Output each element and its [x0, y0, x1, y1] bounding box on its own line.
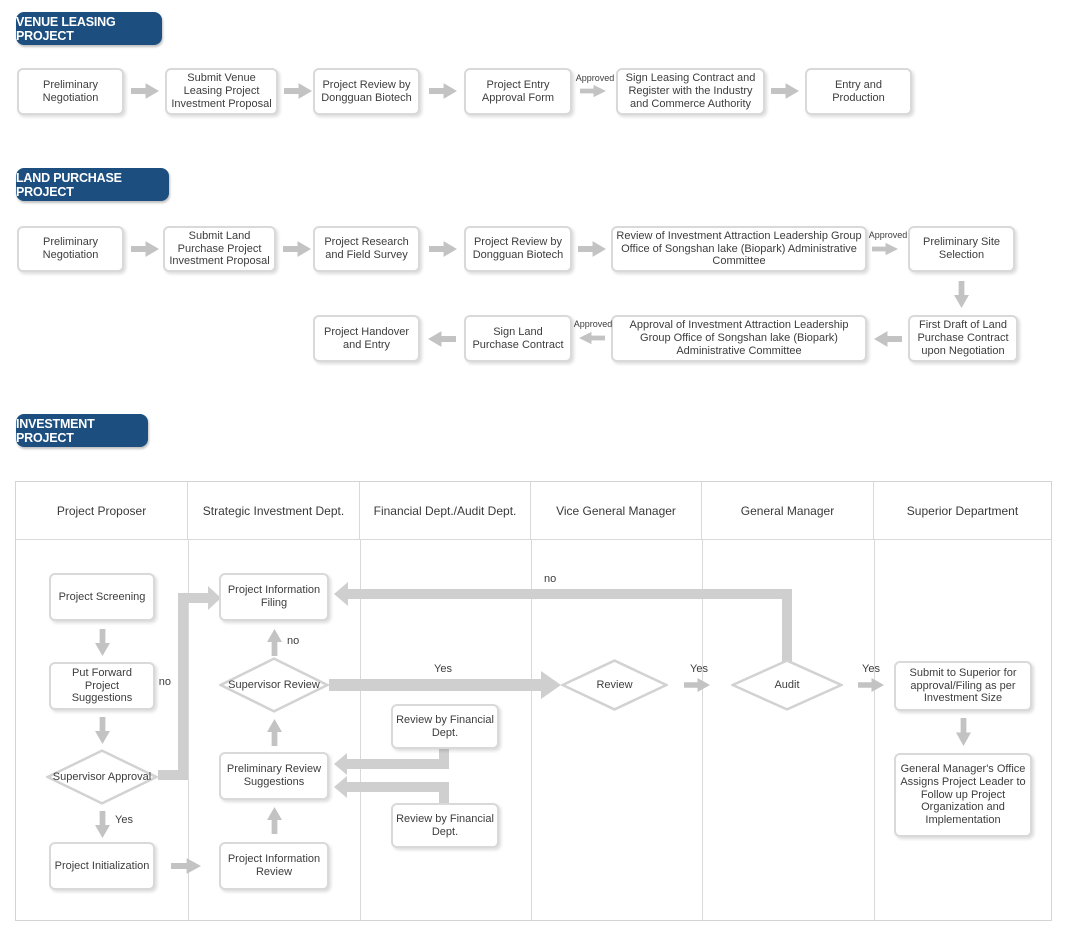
venue-step-submit-proposal: Submit Venue Leasing Project Investment … [165, 68, 278, 115]
arrowhead-left-icon [334, 582, 348, 606]
connector-segment [178, 593, 208, 603]
decision-supervisor-review: Supervisor Review [219, 657, 329, 713]
lane-divider [188, 540, 189, 920]
arrow-right-icon [684, 677, 710, 693]
arrow-up-icon [267, 807, 282, 834]
lane-divider [702, 540, 703, 920]
label-no: no [544, 573, 557, 585]
venue-step-entry-approval-form: Project Entry Approval Form [464, 68, 572, 115]
land-step-preliminary-negotiation: Preliminary Negotiation [17, 226, 124, 272]
arrow-down-icon [95, 717, 110, 744]
label-approved: Approved [868, 230, 908, 240]
venue-step-entry-and-production: Entry and Production [805, 68, 912, 115]
arrow-right-icon [858, 677, 884, 693]
arrow-down-icon [95, 629, 110, 656]
land-step-first-draft-contract: First Draft of Land Purchase Contract up… [908, 315, 1018, 362]
connector-segment [158, 770, 188, 780]
land-step-preliminary-site-selection: Preliminary Site Selection [908, 226, 1015, 272]
arrow-up-icon [267, 719, 282, 746]
decision-label: Supervisor Review [228, 678, 320, 691]
connector-segment [782, 592, 792, 662]
node-project-information-filing: Project Information Filing [219, 573, 329, 621]
node-project-initialization: Project Initialization [49, 842, 155, 890]
lane-header-strategic-investment: Strategic Investment Dept. [188, 482, 360, 539]
venue-step-project-review: Project Review by Dongguan Biotech [313, 68, 420, 115]
section-title-investment: INVESTMENT PROJECT [16, 414, 148, 447]
arrow-right-icon [131, 241, 159, 257]
arrow-down-icon [95, 811, 110, 838]
land-step-submit-proposal: Submit Land Purchase Project Investment … [163, 226, 276, 272]
label-no: no [287, 635, 300, 647]
lane-header-superior-department: Superior Department [906, 503, 1019, 518]
lane-header-project-proposer: Project Proposer [16, 482, 188, 539]
connector-segment [347, 759, 449, 769]
node-review-by-financial-dept-1: Review by Financial Dept. [391, 704, 499, 749]
venue-step-sign-leasing-contract: Sign Leasing Contract and Register with … [616, 68, 765, 115]
arrow-right-icon [580, 84, 606, 98]
land-step-project-review: Project Review by Dongguan Biotech [464, 226, 572, 272]
lane-divider [531, 540, 532, 920]
arrow-right-icon [578, 241, 606, 257]
connector-segment [347, 589, 792, 599]
label-yes: Yes [862, 663, 880, 675]
land-step-research-survey: Project Research and Field Survey [313, 226, 420, 272]
node-project-screening: Project Screening [49, 573, 155, 621]
connector-segment [439, 782, 449, 804]
node-gm-office-assigns-leader: General Manager's Office Assigns Project… [894, 753, 1032, 837]
arrow-down-icon [954, 281, 969, 308]
swimlane-body: no no Yes Project Screening Put Forward … [16, 540, 1051, 920]
arrowhead-left-icon [334, 753, 347, 775]
decision-label: Review [596, 678, 633, 691]
arrow-right-icon [429, 241, 457, 257]
arrow-left-icon [428, 331, 456, 347]
node-review-by-financial-dept-2: Review by Financial Dept. [391, 803, 499, 848]
lane-divider [874, 540, 875, 920]
decision-supervisor-approval: Supervisor Approval [46, 749, 158, 805]
arrow-right-icon [131, 83, 159, 99]
node-project-information-review: Project Information Review [219, 842, 329, 890]
arrow-right-icon [429, 83, 457, 99]
arrow-left-icon [874, 331, 902, 347]
decision-review: Review [561, 659, 668, 711]
label-approved: Approved [575, 73, 615, 83]
connector-segment [329, 679, 542, 691]
connector-segment [178, 593, 188, 780]
arrow-right-icon [872, 242, 898, 256]
decision-label: Audit [774, 678, 800, 691]
lane-divider [360, 540, 361, 920]
decision-label: Supervisor Approval [52, 770, 152, 783]
node-preliminary-review-suggestions: Preliminary Review Suggestions [219, 752, 329, 800]
arrowhead-left-icon [334, 776, 347, 798]
land-step-review-leadership-group: Review of Investment Attraction Leadersh… [611, 226, 867, 272]
label-yes: Yes [690, 663, 708, 675]
swimlane-table: Project Proposer Strategic Investment De… [15, 481, 1052, 921]
arrow-down-icon [956, 718, 971, 746]
node-submit-to-superior: Submit to Superior for approval/Filing a… [894, 661, 1032, 711]
land-step-sign-purchase-contract: Sign Land Purchase Contract [464, 315, 572, 362]
label-no: no [158, 676, 171, 688]
connector-segment [439, 746, 449, 769]
arrow-right-icon [283, 241, 311, 257]
venue-step-preliminary-negotiation: Preliminary Negotiation [17, 68, 124, 115]
label-yes: Yes [115, 814, 133, 826]
arrowhead-right-icon [541, 671, 561, 699]
arrow-left-icon [579, 331, 605, 345]
label-yes: Yes [434, 663, 452, 675]
land-step-handover-entry: Project Handover and Entry [313, 315, 420, 362]
label-approved: Approved [573, 319, 613, 329]
arrow-right-icon [171, 858, 201, 874]
section-title-land-purchase: LAND PURCHASE PROJECT [16, 168, 169, 201]
arrow-right-icon [771, 83, 799, 99]
decision-audit: Audit [731, 659, 843, 711]
arrow-up-icon [267, 629, 282, 656]
land-step-approval-leadership-group: Approval of Investment Attraction Leader… [611, 315, 867, 362]
swimlane-headers: Project Proposer Strategic Investment De… [16, 482, 1051, 540]
section-title-venue-leasing: VENUE LEASING PROJECT [16, 12, 162, 45]
connector-segment [347, 782, 449, 792]
lane-header-vice-general-manager: Vice General Manager [531, 482, 702, 539]
lane-header-financial-audit: Financial Dept./Audit Dept. [360, 482, 531, 539]
lane-header-general-manager: General Manager [702, 482, 874, 539]
arrow-right-icon [284, 83, 312, 99]
node-put-forward-suggestions: Put Forward Project Suggestions [49, 662, 155, 710]
